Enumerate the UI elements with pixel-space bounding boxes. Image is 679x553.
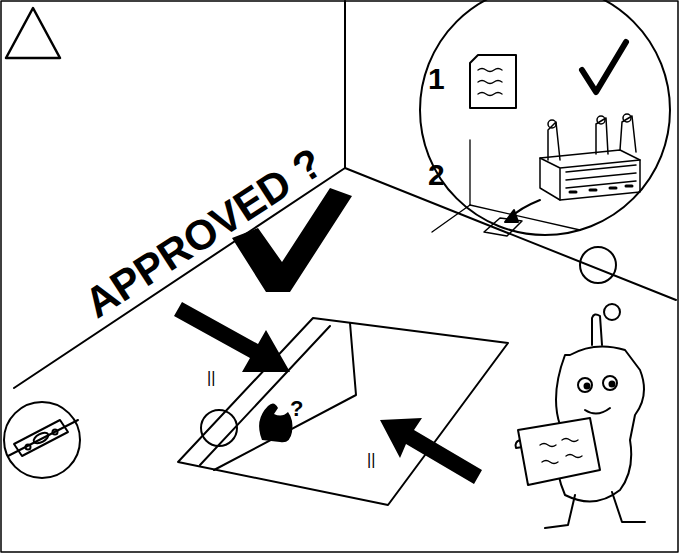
level-bubble [32, 431, 50, 446]
floor-opening [178, 318, 508, 505]
step-number: 1 [428, 64, 445, 94]
approved-question: APPROVED ? [78, 141, 330, 325]
detail-circle [201, 410, 237, 446]
wall-corner [344, 1, 346, 168]
mascot [516, 314, 646, 528]
arrow [174, 302, 290, 372]
thought-bubble [420, 0, 670, 235]
small-check [582, 42, 626, 92]
level-detail [4, 402, 80, 478]
mini-floor [470, 205, 580, 230]
document-lines [478, 69, 502, 96]
warning-triangle [6, 8, 60, 58]
device-drawing [540, 114, 640, 200]
parallel-mark: || [367, 452, 375, 468]
level-dot [53, 430, 58, 435]
wall-floor-edge [345, 168, 676, 300]
mini-wall [469, 140, 470, 205]
mini-floor [432, 205, 470, 232]
spirit-level [14, 420, 68, 456]
question-mark: ? [290, 398, 303, 420]
document-icon [470, 55, 516, 108]
parallel-mark: || [207, 370, 215, 386]
thought-dot [580, 247, 616, 283]
arrow [380, 418, 482, 484]
level-dot [26, 445, 31, 450]
thought-dot [604, 304, 620, 320]
step-number: 2 [428, 160, 445, 190]
muscle-icon [259, 403, 292, 442]
level-edge [8, 420, 78, 456]
mini-arrowhead [505, 210, 518, 222]
